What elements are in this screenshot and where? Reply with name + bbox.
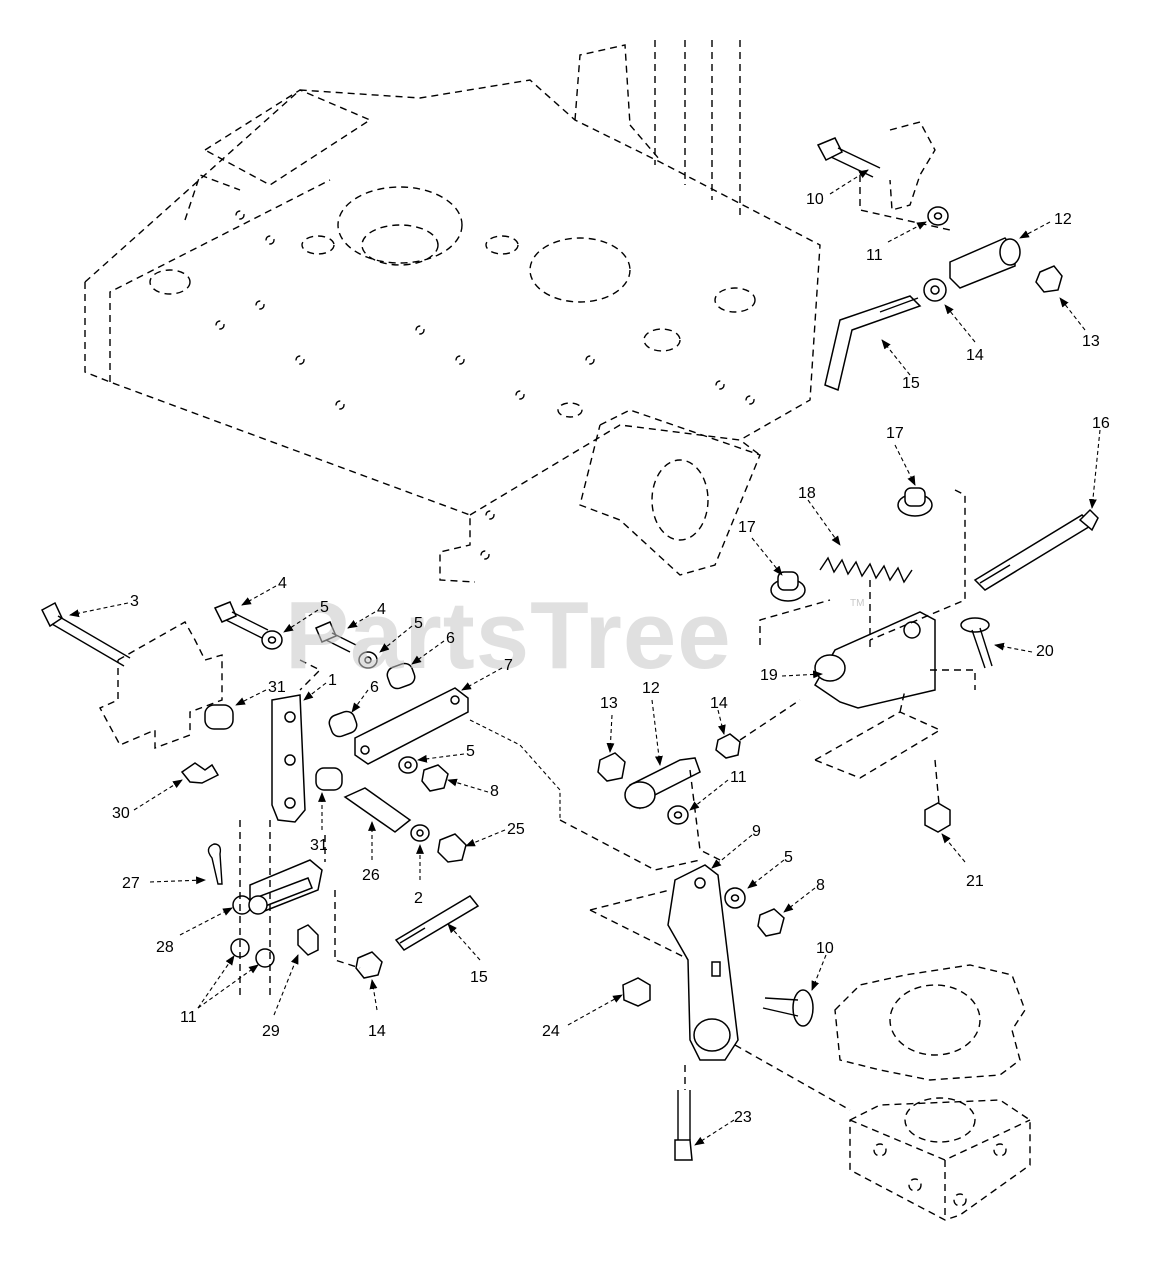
callout-12: 12 bbox=[642, 680, 660, 697]
callout-18: 18 bbox=[798, 485, 816, 502]
callout-12: 12 bbox=[1054, 211, 1072, 228]
callout-23: 23 bbox=[734, 1109, 752, 1126]
callout-14: 14 bbox=[368, 1023, 386, 1040]
callout-5: 5 bbox=[320, 599, 329, 616]
callout-8: 8 bbox=[490, 783, 499, 800]
callout-19: 19 bbox=[760, 667, 778, 684]
upper-right-parts bbox=[816, 121, 1063, 392]
callout-4: 4 bbox=[377, 601, 386, 618]
callout-16: 16 bbox=[1092, 415, 1110, 432]
callout-13: 13 bbox=[1082, 333, 1100, 350]
middle-right-parts bbox=[597, 487, 1099, 861]
callout-5: 5 bbox=[466, 743, 475, 760]
callout-30: 30 bbox=[112, 805, 130, 822]
callouts: 3 4 5 4 5 6 7 31 1 6 5 8 30 31 26 2 25 bbox=[69, 169, 1110, 1146]
callout-7: 7 bbox=[504, 657, 513, 674]
callout-9: 9 bbox=[752, 823, 761, 840]
callout-4: 4 bbox=[278, 575, 287, 592]
lower-right-parts bbox=[469, 719, 1031, 1221]
callout-2: 2 bbox=[414, 890, 423, 907]
callout-26: 26 bbox=[362, 867, 380, 884]
callout-10: 10 bbox=[806, 191, 824, 208]
callout-14: 14 bbox=[710, 695, 728, 712]
callout-11: 11 bbox=[730, 769, 747, 786]
callout-10: 10 bbox=[816, 940, 834, 957]
callout-29: 29 bbox=[262, 1023, 280, 1040]
callout-25: 25 bbox=[507, 821, 525, 838]
callout-31: 31 bbox=[268, 679, 286, 696]
callout-28: 28 bbox=[156, 939, 174, 956]
callout-5: 5 bbox=[414, 615, 423, 632]
callout-14: 14 bbox=[966, 347, 984, 364]
callout-13: 13 bbox=[600, 695, 618, 712]
callout-27: 27 bbox=[122, 875, 140, 892]
callout-11: 11 bbox=[180, 1009, 197, 1026]
callout-11: 11 bbox=[866, 247, 883, 264]
callout-15: 15 bbox=[902, 375, 920, 392]
callout-8: 8 bbox=[816, 877, 825, 894]
callout-5: 5 bbox=[784, 849, 793, 866]
callout-1: 1 bbox=[328, 672, 337, 689]
callout-20: 20 bbox=[1036, 643, 1054, 660]
callout-31: 31 bbox=[310, 837, 328, 854]
watermark-trademark: TM bbox=[850, 598, 864, 609]
callout-6: 6 bbox=[446, 630, 455, 647]
callout-15: 15 bbox=[470, 969, 488, 986]
callout-17: 17 bbox=[738, 519, 756, 536]
callout-3: 3 bbox=[130, 593, 139, 610]
chassis-frame bbox=[84, 40, 821, 583]
watermark: PartsTree bbox=[285, 582, 732, 689]
left-linkage-parts bbox=[41, 601, 480, 1000]
callout-17: 17 bbox=[886, 425, 904, 442]
callout-21: 21 bbox=[966, 873, 984, 890]
callout-24: 24 bbox=[542, 1023, 560, 1040]
callout-6: 6 bbox=[370, 679, 379, 696]
